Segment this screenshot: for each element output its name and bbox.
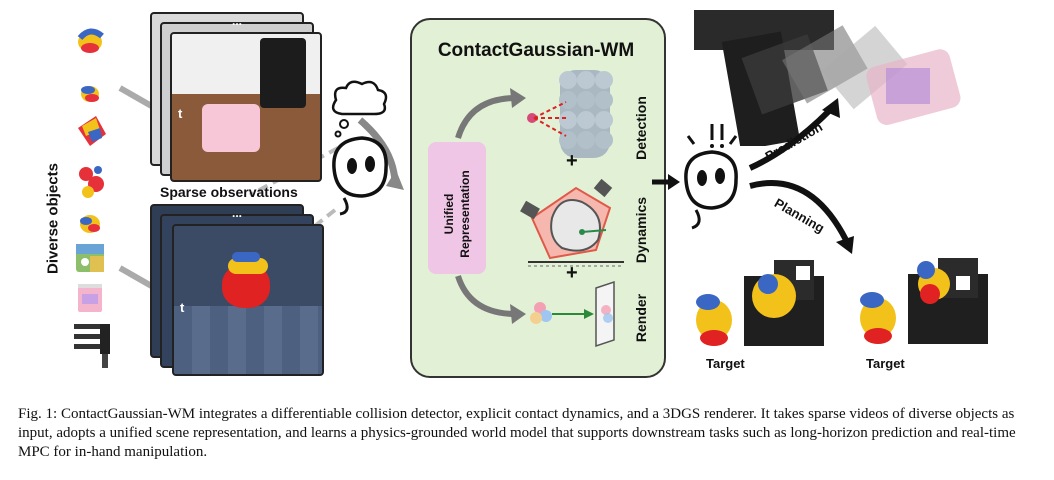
render-object-blue — [232, 252, 260, 262]
unified-representation-box — [428, 142, 486, 274]
thinking-agent — [331, 80, 388, 216]
plus-sign-2: + — [566, 262, 578, 284]
planning-image-1 — [696, 260, 824, 346]
render-label: Render — [633, 293, 649, 343]
frame-time-label: t — [178, 106, 183, 121]
object-thumbnails — [74, 28, 110, 368]
caption-prefix: Fig. 1: — [18, 406, 58, 422]
object-thumb-3 — [78, 116, 106, 146]
dynamics-graphic — [520, 178, 624, 267]
video-frame-front: t — [170, 32, 322, 182]
planning-arrow — [749, 180, 849, 242]
object-thumb-8 — [74, 324, 110, 368]
planning-image-2 — [860, 258, 988, 344]
sparse-observations-label: Sparse observations — [160, 184, 298, 200]
model-title: ContactGaussian-WM — [437, 40, 635, 61]
dynamics-label: Dynamics — [633, 196, 649, 264]
target-label-2: Target — [866, 356, 905, 371]
agent-head-icon — [332, 136, 388, 198]
object-thumb-4 — [79, 166, 104, 198]
object-thumb-5 — [80, 215, 100, 233]
detection-graphic — [527, 70, 613, 158]
frame-dots-bottom: ... — [232, 206, 243, 220]
robot-hand-image — [260, 38, 306, 108]
render-frame-front: t — [172, 224, 324, 376]
arrow-to-render — [455, 274, 517, 317]
target-label-1: Target — [706, 356, 745, 371]
object-thumb-7 — [78, 284, 102, 312]
object-thumb-2 — [81, 86, 99, 102]
cup-image — [202, 104, 260, 152]
render-graphic — [530, 280, 615, 348]
plus-sign-1: + — [566, 150, 578, 172]
prediction-image — [694, 10, 961, 146]
figure-caption: Fig. 1: ContactGaussian-WM integrates a … — [18, 405, 1036, 462]
arrow-to-detection — [455, 95, 517, 139]
render-object-yellow — [228, 258, 268, 274]
render-time-label: t — [180, 300, 185, 315]
thought-cloud-icon — [331, 80, 388, 116]
agent-head-right-icon — [684, 150, 738, 210]
task-arrows — [748, 98, 854, 254]
frame-dots-top: ... — [232, 14, 243, 28]
prediction-arrow — [748, 107, 833, 171]
caption-text: ContactGaussian-WM integrates a differen… — [18, 406, 1016, 460]
model-internals — [455, 70, 624, 348]
detection-label: Detection — [633, 96, 649, 160]
object-thumb-1 — [77, 28, 104, 53]
object-thumb-6 — [76, 244, 104, 272]
output-agent — [652, 124, 738, 230]
